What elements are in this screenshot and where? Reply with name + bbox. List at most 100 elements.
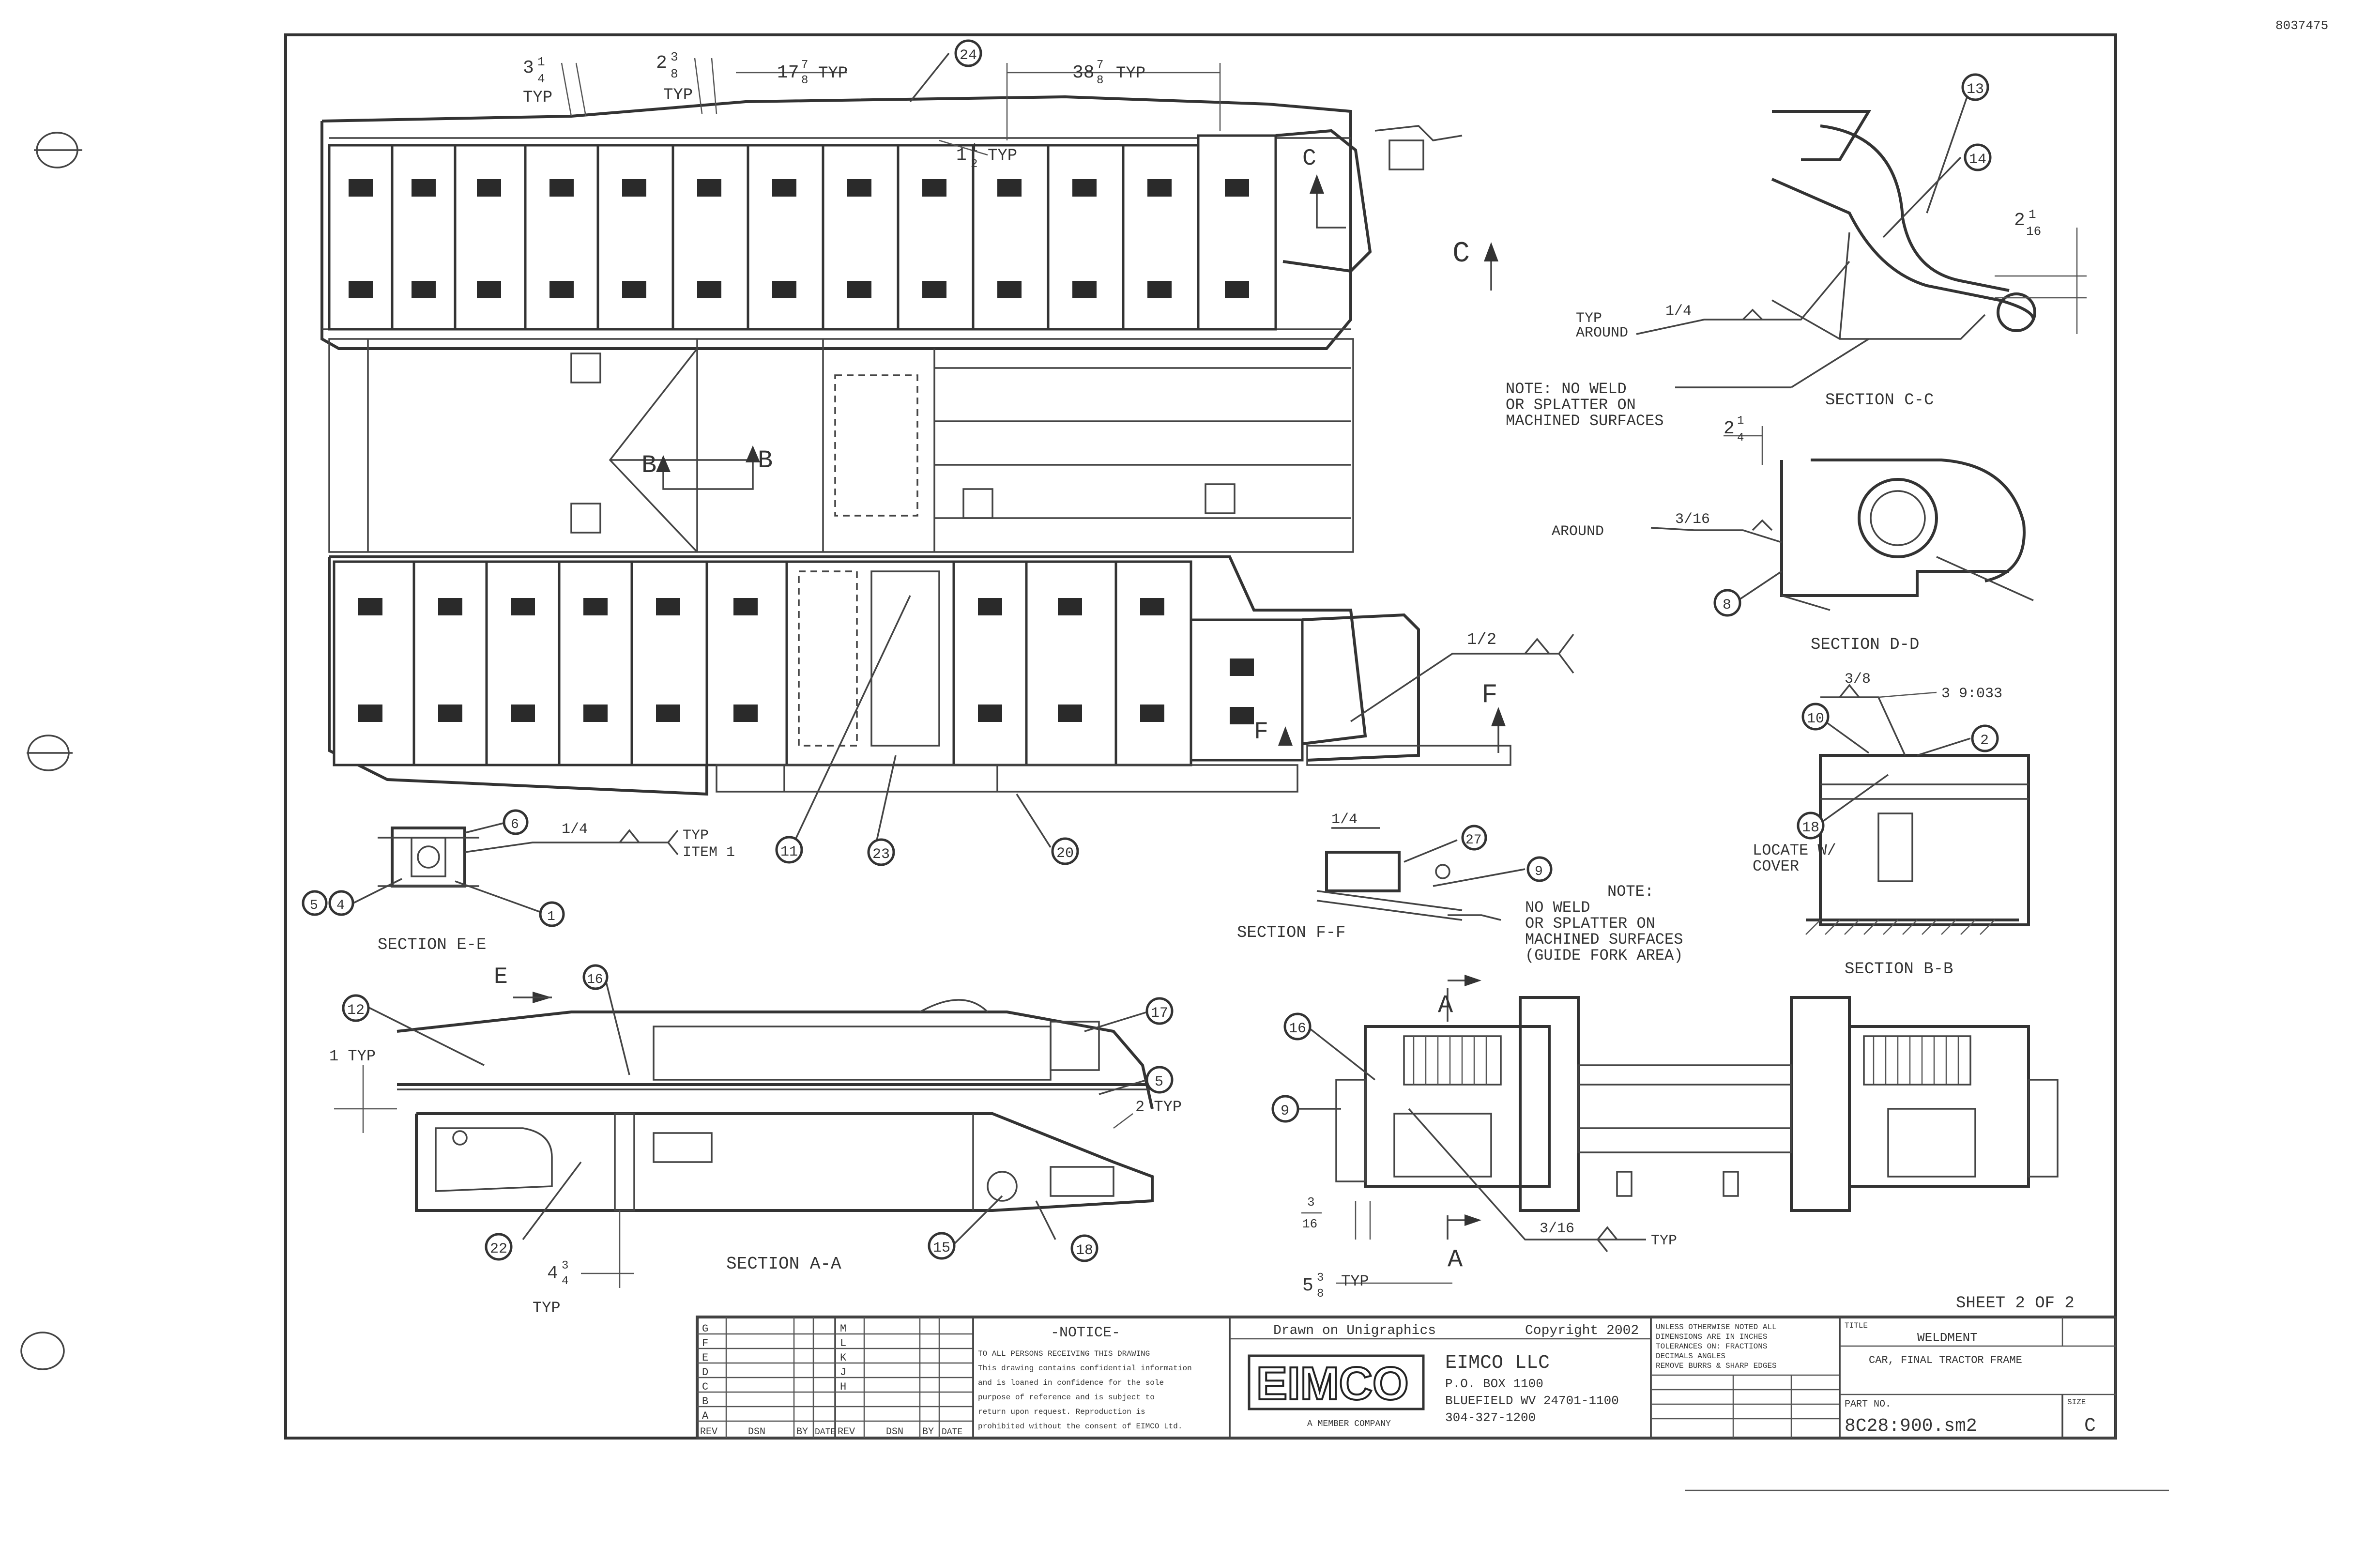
- svg-text:12: 12: [347, 1002, 365, 1019]
- balloon-17: 17: [1084, 997, 1174, 1032]
- svg-text:and is loaned in confidence fo: and is loaned in confidence for the sole: [978, 1379, 1164, 1387]
- svg-text:1: 1: [2029, 207, 2036, 222]
- svg-text:4: 4: [336, 898, 345, 913]
- bottom-panel-row: [333, 560, 1304, 766]
- svg-text:EIMCO LLC: EIMCO LLC: [1445, 1352, 1550, 1374]
- svg-text:C: C: [1302, 146, 1316, 172]
- svg-text:SIZE: SIZE: [2067, 1398, 2086, 1407]
- dim-2-typ: 2 TYP: [1113, 1098, 1182, 1129]
- section-c-c-label: SECTION C-C: [1825, 391, 1934, 410]
- svg-text:M: M: [840, 1323, 846, 1335]
- svg-text:10: 10: [1807, 711, 1824, 727]
- svg-text:BLUEFIELD WV 24701-1100: BLUEFIELD WV 24701-1100: [1445, 1394, 1619, 1408]
- svg-text:REV: REV: [700, 1426, 717, 1438]
- svg-text:7: 7: [801, 59, 808, 72]
- svg-text:-NOTICE-: -NOTICE-: [1051, 1325, 1120, 1341]
- dim-1-1-2-typ: 1 1 2 TYP: [939, 139, 1017, 171]
- approvals-box: UNLESS OTHERWISE NOTED ALL DIMENSIONS AR…: [1650, 1316, 1841, 1439]
- svg-text:8: 8: [1097, 74, 1103, 87]
- balloon-27: 27: [1404, 825, 1487, 863]
- svg-text:7: 7: [1097, 59, 1103, 72]
- balloon-4: 4: [328, 878, 402, 916]
- svg-text:A: A: [1438, 991, 1453, 1020]
- svg-text:F: F: [1481, 679, 1498, 710]
- svg-text:COVER: COVER: [1753, 858, 1799, 875]
- section-d-d-view: 2 1 4 3/16 AROUND SECTION D-D 8: [1552, 414, 2034, 654]
- svg-text:20: 20: [1056, 845, 1074, 862]
- svg-text:TYP: TYP: [523, 89, 552, 107]
- svg-text:LOCATE W/: LOCATE W/: [1753, 842, 1836, 859]
- cut-marker-b: B B: [641, 445, 773, 490]
- note-no-weld-machined: NOTE: NO WELD OR SPLATTER ON MACHINED SU…: [1506, 338, 1869, 430]
- revision-letter: C: [2084, 1415, 2096, 1437]
- svg-text:This drawing contains confiden: This drawing contains confidential infor…: [978, 1364, 1192, 1373]
- svg-text:5: 5: [310, 898, 318, 913]
- svg-text:TITLE: TITLE: [1845, 1321, 1868, 1330]
- svg-text:3/16: 3/16: [1540, 1221, 1574, 1237]
- svg-text:(GUIDE FORK AREA): (GUIDE FORK AREA): [1525, 947, 1683, 965]
- balloon-11: 11: [775, 595, 911, 864]
- sheet-of-label: SHEET 2 OF 2: [1956, 1294, 2075, 1313]
- svg-text:MACHINED SURFACES: MACHINED SURFACES: [1506, 412, 1663, 430]
- binder-hole-mark-bottom: [20, 1332, 65, 1370]
- dim-2-1-16: 2 1 16: [1995, 207, 2087, 334]
- svg-text:38: 38: [1072, 62, 1095, 83]
- svg-text:H: H: [840, 1381, 846, 1393]
- cut-marker-f: F F: [1254, 679, 1506, 753]
- dim-3-16: 3 16: [1301, 1195, 1371, 1240]
- svg-text:16: 16: [1289, 1021, 1306, 1037]
- svg-text:MACHINED SURFACES: MACHINED SURFACES: [1525, 931, 1683, 949]
- svg-text:6: 6: [511, 817, 519, 832]
- svg-text:2: 2: [1980, 733, 1989, 749]
- section-a-a-label: SECTION A-A: [726, 1254, 841, 1274]
- dim-2-3-8-typ: 2 3 8 TYP: [656, 50, 717, 114]
- dim-1-typ: 1 TYP: [329, 1047, 397, 1133]
- svg-text:8: 8: [671, 67, 678, 81]
- svg-text:WELDMENT: WELDMENT: [1917, 1331, 1978, 1345]
- svg-text:AROUND: AROUND: [1552, 523, 1604, 540]
- svg-text:REMOVE BURRS & SHARP EDGES: REMOVE BURRS & SHARP EDGES: [1656, 1362, 1777, 1370]
- balloon-10: 10: [1801, 703, 1870, 754]
- svg-text:4: 4: [1737, 431, 1744, 444]
- binder-hole-mark-top: [34, 132, 82, 168]
- cut-marker-a-top: A: [1438, 975, 1481, 1022]
- balloon-18-a: 18: [1035, 1200, 1098, 1262]
- section-b-b-view: 3/8 3 9:033 10 2 18 LOCATE W/ COVER SECT…: [1753, 671, 2030, 979]
- balloon-23: 23: [867, 755, 897, 866]
- svg-text:2: 2: [2014, 210, 2025, 231]
- balloon-16-a: 16: [582, 964, 630, 1075]
- middle-frame: [328, 338, 1354, 553]
- svg-text:OR SPLATTER ON: OR SPLATTER ON: [1506, 396, 1636, 414]
- section-f-f-view: 1/4 27 9 NOTE: NO WELD OR SPLATTER ON MA…: [1237, 812, 1683, 965]
- svg-text:DATE: DATE: [815, 1427, 836, 1437]
- svg-text:TYP: TYP: [1576, 310, 1602, 327]
- balloon-16-b: 16: [1283, 1012, 1376, 1081]
- balloon-24: 24: [909, 39, 982, 103]
- svg-text:1: 1: [537, 55, 545, 69]
- title-block: SHEET 2 OF 2 G F E D C B A M: [696, 1294, 2117, 1440]
- svg-text:DATE: DATE: [942, 1427, 962, 1437]
- svg-text:TYP: TYP: [533, 1299, 561, 1317]
- svg-text:17: 17: [777, 62, 799, 83]
- balloon-13: 13: [1926, 73, 1989, 214]
- cut-marker-e: E: [494, 964, 552, 1003]
- balloon-9-b: 9: [1271, 1095, 1341, 1123]
- svg-text:return upon request. Reproduct: return upon request. Reproduction is: [978, 1408, 1145, 1416]
- svg-text:3: 3: [1317, 1271, 1324, 1285]
- binder-hole-mark-middle: [27, 735, 73, 771]
- section-c-c-view: 2 1 16 1/4 TYP AROUND NOTE: NO WELD OR S…: [1506, 73, 2087, 430]
- svg-text:PART NO.: PART NO.: [1845, 1399, 1891, 1410]
- svg-text:B: B: [641, 451, 656, 480]
- svg-text:A: A: [702, 1410, 709, 1422]
- svg-text:3: 3: [1307, 1195, 1315, 1210]
- svg-text:2 TYP: 2 TYP: [1135, 1098, 1182, 1116]
- svg-text:8: 8: [1317, 1287, 1324, 1301]
- svg-text:OR SPLATTER ON: OR SPLATTER ON: [1525, 915, 1655, 933]
- plan-view: 3 1 4 TYP 2 3 8 TYP 17 7 8 TYP 38 7 8 TY…: [320, 39, 1574, 866]
- svg-text:DSN: DSN: [886, 1426, 903, 1438]
- svg-text:TYP: TYP: [1116, 64, 1145, 83]
- svg-text:A MEMBER COMPANY: A MEMBER COMPANY: [1307, 1419, 1391, 1429]
- svg-text:BY: BY: [922, 1426, 934, 1438]
- section-e-e-label: SECTION E-E: [378, 936, 486, 954]
